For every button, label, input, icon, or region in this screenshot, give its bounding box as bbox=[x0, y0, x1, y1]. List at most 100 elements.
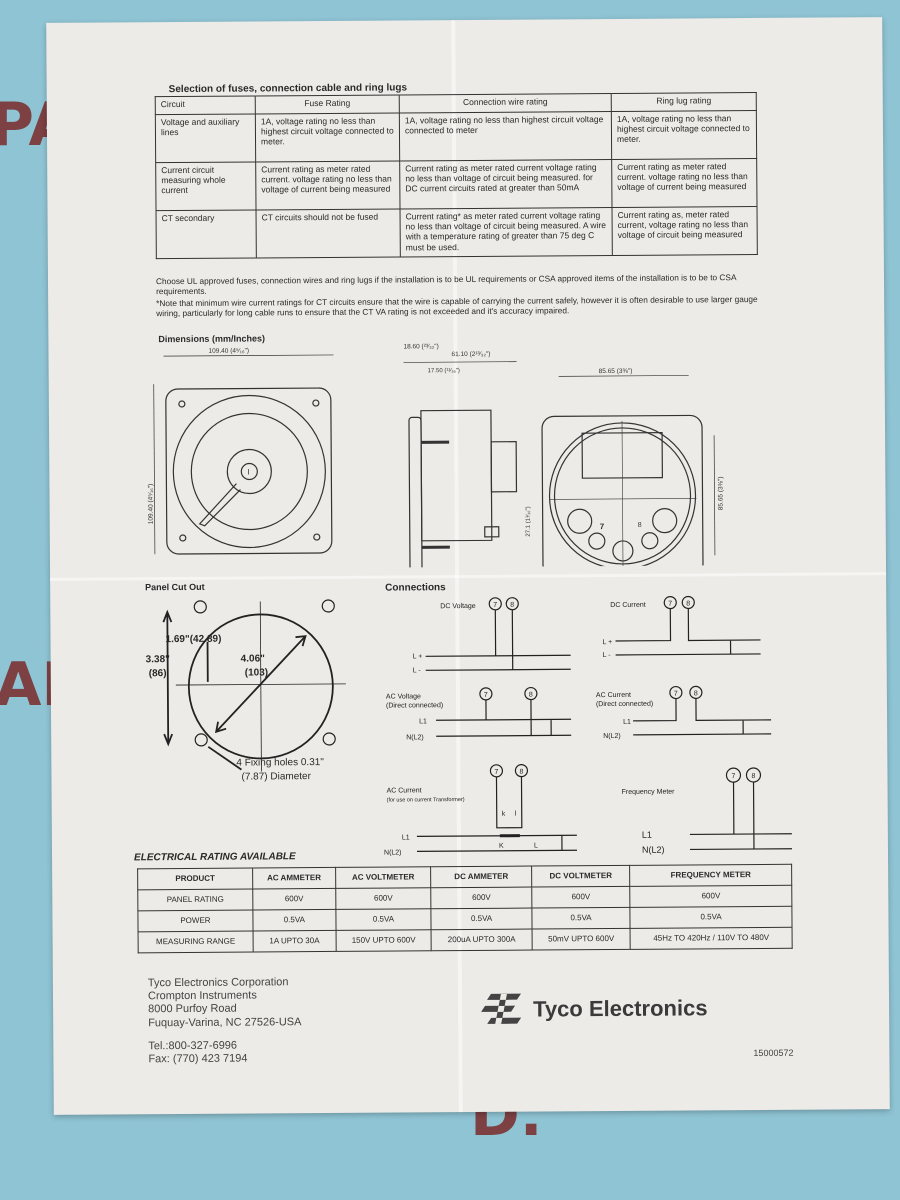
height-in-label: 3.38" bbox=[145, 654, 170, 666]
terminal-label: 7 bbox=[484, 692, 488, 699]
panel-cutout-drawing bbox=[162, 599, 346, 772]
fixing-holes-label: 4 Fixing holes 0.31" bbox=[236, 757, 324, 769]
ct-primary-label: L bbox=[534, 843, 538, 850]
front-height-label: 109.40 (4⁵⁄₁₆") bbox=[147, 484, 154, 525]
line-label: L1 bbox=[402, 834, 410, 841]
ct-terminal-label: k bbox=[502, 811, 506, 818]
header-dc-voltmeter: DC VOLTMETER bbox=[531, 865, 630, 888]
zero-adjust-label: I bbox=[247, 468, 249, 477]
side-bezel-label: 18.60 (²³⁄₃₂") bbox=[403, 343, 438, 350]
line-label: N(L2) bbox=[642, 845, 665, 855]
address-line: 8000 Purfoy Road bbox=[148, 1003, 237, 1016]
cell: 50mV UPTO 600V bbox=[531, 928, 631, 951]
ac-current-ct-diagram: AC Current (for use on current Transform… bbox=[384, 764, 577, 857]
header-dc-ammeter: DC AMMETER bbox=[430, 866, 532, 888]
cell: 600V bbox=[431, 887, 532, 909]
cell: Current rating as meter rated current. v… bbox=[611, 158, 757, 208]
cell: 1A, voltage rating no less than highest … bbox=[399, 111, 612, 161]
cell: 1A, voltage rating no less than highest … bbox=[255, 112, 400, 162]
rear-width-label: 85.65 (3⅜") bbox=[599, 368, 633, 375]
line-label: L + bbox=[413, 653, 423, 660]
line-label: N(L2) bbox=[603, 733, 621, 740]
header-wire: Connection wire rating bbox=[399, 93, 612, 113]
cell: Current rating* as meter rated current v… bbox=[400, 207, 613, 257]
instruction-sheet: Selection of fuses, connection cable and… bbox=[46, 17, 890, 1115]
address-line: Crompton Instruments bbox=[147, 989, 257, 1003]
cell: 200uA UPTO 300A bbox=[431, 929, 533, 951]
cell: PANEL RATING bbox=[137, 889, 253, 911]
height-mm-label: (86) bbox=[148, 668, 167, 680]
fuse-section-title: Selection of fuses, connection cable and… bbox=[168, 82, 408, 96]
cell: Current rating as, meter rated current, … bbox=[612, 206, 758, 256]
cell: CT circuits should not be fused bbox=[256, 208, 401, 258]
ac-current-direct-diagram: AC Current (Direct connected) 7 8 L1 N(L… bbox=[596, 685, 772, 740]
side-view: 18.60 (²³⁄₃₂") 61.10 (2¹³⁄₃₂") 17.50 (¹¹… bbox=[403, 343, 518, 570]
line-label: L1 bbox=[419, 718, 427, 725]
terminal-label: 8 bbox=[519, 769, 523, 776]
company-address: Tyco Electronics Corporation Crompton In… bbox=[148, 976, 302, 1066]
cell: 1A, voltage rating no less than highest … bbox=[611, 110, 757, 160]
cell: 0.5VA bbox=[252, 909, 336, 932]
header-circuit: Circuit bbox=[155, 95, 256, 115]
header-frequency-meter: FREQUENCY METER bbox=[629, 864, 792, 887]
telephone: Tel.:800-327-6996 bbox=[148, 1039, 238, 1052]
rear-view: 85.65 (3⅜") 85.65 (3⅜") 27.1 (1¹⁄₁₆") 7 … bbox=[526, 368, 725, 570]
cell: 600V bbox=[252, 888, 336, 911]
cell: Voltage and auxiliary lines bbox=[155, 113, 256, 163]
terminal-label: 7 bbox=[731, 773, 735, 780]
line-label: L1 bbox=[623, 719, 631, 726]
ct-note: *Note that minimum wire current ratings … bbox=[156, 293, 758, 319]
header-ac-ammeter: AC AMMETER bbox=[252, 867, 336, 890]
terminal-label: 8 bbox=[694, 690, 698, 697]
cell: 45Hz TO 420Hz / 110V TO 480V bbox=[630, 927, 793, 950]
cell: 0.5VA bbox=[531, 907, 631, 930]
diameter-mm-label: (103) bbox=[244, 667, 269, 679]
cell: MEASURING RANGE bbox=[138, 931, 254, 953]
terminal-label: 7 bbox=[674, 691, 678, 698]
document-number: 15000572 bbox=[753, 1047, 794, 1059]
panel-cutout-title: Panel Cut Out bbox=[145, 581, 205, 593]
line-label: N(L2) bbox=[406, 734, 424, 741]
side-stud-label: 17.50 (¹¹⁄₁₆") bbox=[428, 368, 460, 374]
terminal-7-label: 7 bbox=[600, 522, 605, 531]
dc-voltage-diagram: DC Voltage 7 8 L + L - bbox=[413, 597, 571, 674]
ac-voltage-sublabel: (Direct connected) bbox=[386, 702, 443, 709]
ac-current-direct-sublabel: (Direct connected) bbox=[596, 701, 653, 708]
terminal-label: 8 bbox=[751, 773, 755, 780]
ac-voltage-label: AC Voltage bbox=[386, 693, 421, 700]
cell: Current rating as meter rated current. v… bbox=[255, 160, 401, 210]
terminal-label: 8 bbox=[510, 602, 514, 609]
cell: 600V bbox=[629, 885, 792, 908]
electrical-rating-table: PRODUCT AC AMMETER AC VOLTMETER DC AMMET… bbox=[137, 864, 793, 954]
rear-height-label: 85.65 (3⅜") bbox=[717, 476, 724, 510]
ct-primary-label: K bbox=[499, 843, 504, 850]
fixing-holes-diameter: (7.87) Diameter bbox=[241, 771, 311, 783]
cell: 600V bbox=[531, 886, 631, 909]
header-lug: Ring lug rating bbox=[611, 92, 757, 112]
fax: Fax: (770) 423 7194 bbox=[148, 1052, 248, 1066]
ac-current-direct-label: AC Current bbox=[596, 692, 631, 699]
cell: 1A UPTO 30A bbox=[252, 930, 336, 953]
fuse-table: Circuit Fuse Rating Connection wire rati… bbox=[155, 92, 758, 259]
ac-voltage-diagram: AC Voltage (Direct connected) 7 8 L1 N(L… bbox=[386, 686, 572, 741]
terminal-label: 7 bbox=[493, 602, 497, 609]
dc-voltage-label: DC Voltage bbox=[440, 603, 476, 610]
cell: Current circuit measuring whole current bbox=[155, 161, 257, 211]
ct-terminal-label: l bbox=[515, 811, 517, 818]
frequency-meter-diagram: Frequency Meter 7 8 L1 N(L2) bbox=[622, 767, 793, 855]
line-label: L - bbox=[413, 667, 422, 674]
front-width-label: 109.40 (4⁵⁄₁₆") bbox=[208, 348, 249, 355]
diameter-in-label: 4.06" bbox=[240, 653, 265, 665]
brand-name: Tyco Electronics bbox=[533, 995, 708, 1022]
fold-line bbox=[50, 572, 887, 581]
line-label: L1 bbox=[642, 830, 652, 840]
ac-current-ct-sublabel: (for use on current Transformer) bbox=[387, 797, 465, 804]
cell: 150V UPTO 600V bbox=[335, 929, 432, 952]
terminal-label: 8 bbox=[686, 600, 690, 607]
radius-label: 1.69"(42.89) bbox=[165, 633, 222, 646]
address-line: Fuquay-Varina, NC 27526-USA bbox=[148, 1015, 302, 1029]
terminal-label: 8 bbox=[529, 692, 533, 699]
